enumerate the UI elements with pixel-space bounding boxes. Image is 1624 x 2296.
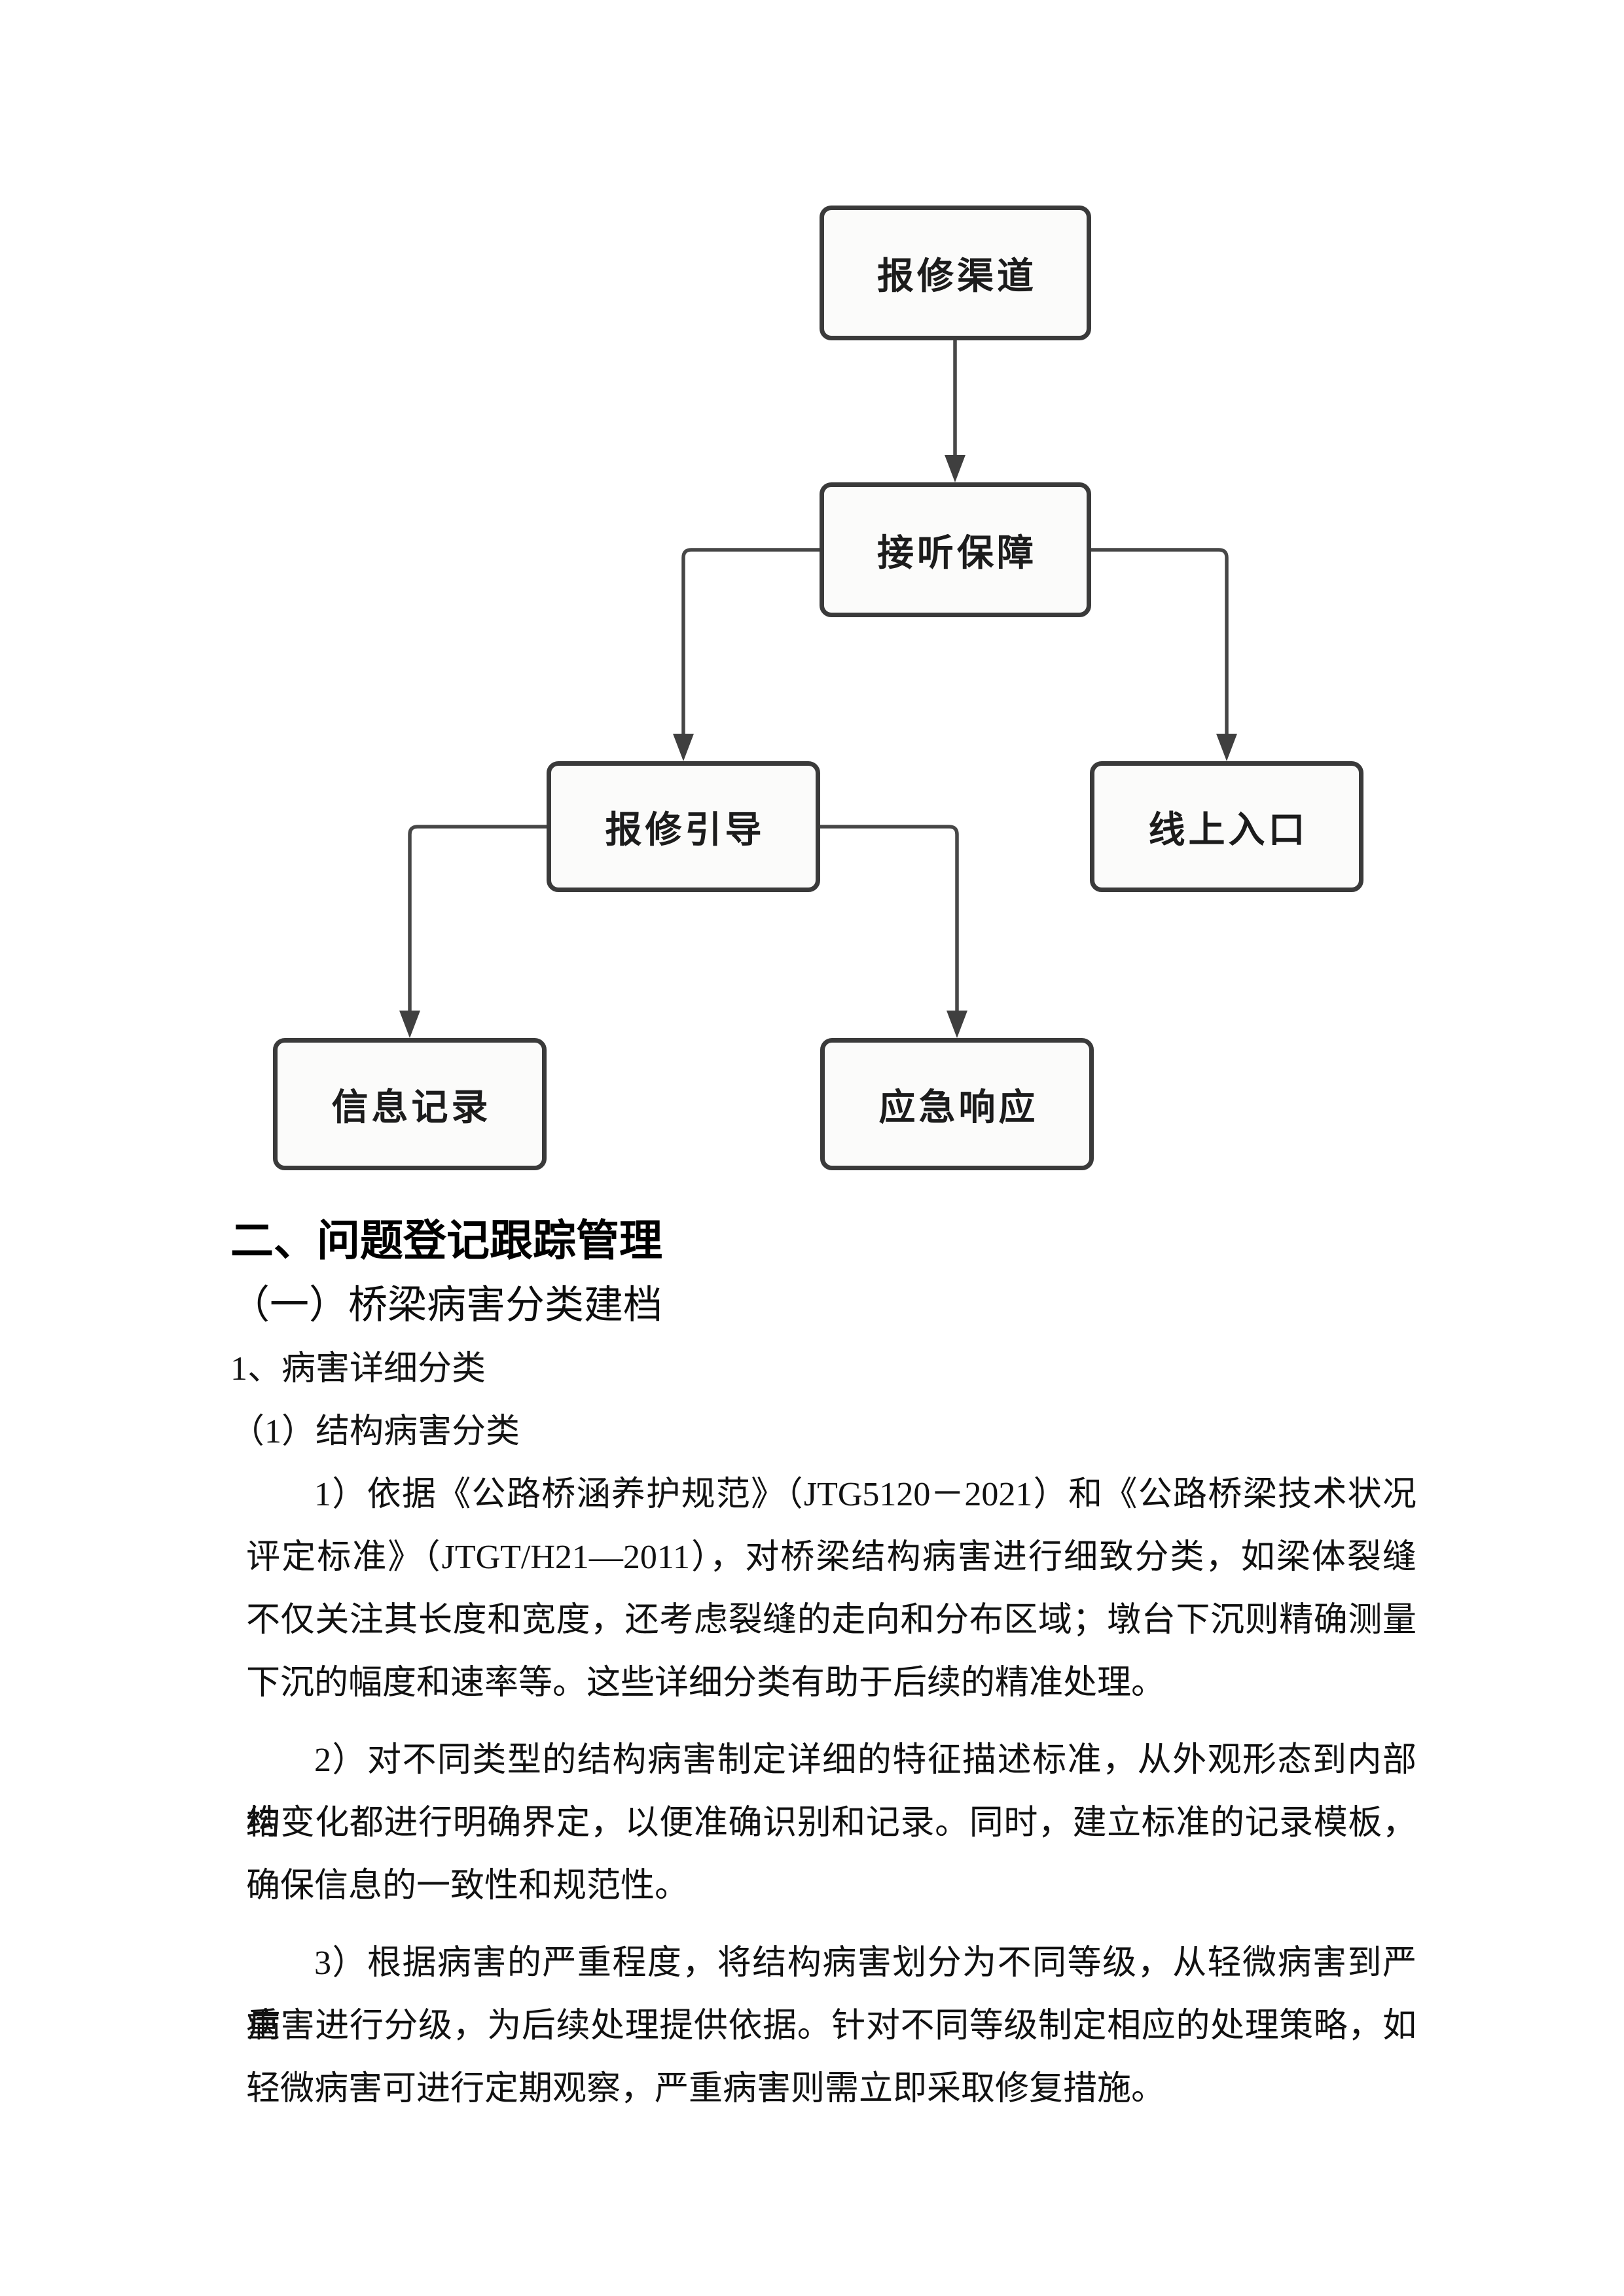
flowchart-node-xinxi-jilu: 信息记录 — [273, 1038, 547, 1170]
paragraph-3: 3）根据病害的严重程度，将结构病害划分为不同等级，从轻微病害到严重病害进行分级，… — [246, 1932, 1416, 2121]
text-line: 不仅关注其长度和宽度，还考虑裂缝的走向和分布区域；墩台下沉则精确测量 — [246, 1602, 1416, 1639]
arrowhead-icon — [1216, 734, 1237, 761]
text-line: 病害进行分级，为后续处理提供依据。针对不同等级制定相应的处理策略，如 — [246, 2007, 1416, 2045]
arrowhead-icon — [945, 455, 965, 482]
flowchart-edges — [399, 340, 1237, 1038]
flowchart-edge-jieting-baozhang-to-baoxiu-yindao — [681, 548, 820, 734]
arrowhead-icon — [947, 1011, 967, 1038]
arrowhead-icon — [399, 1011, 420, 1038]
flowchart-node-jieting-baozhang: 接听保障 — [820, 482, 1091, 617]
flowchart-edge-baoxiu-yindao-to-yingji-xiangying — [820, 825, 959, 1011]
flowchart-node-xianshang-rukou: 线上入口 — [1090, 761, 1363, 892]
flowchart-edge-baoxiu-yindao-to-xinxi-jilu — [408, 825, 547, 1011]
flowchart-node-baoxiu-yindao: 报修引导 — [547, 761, 820, 892]
paragraph-1: 1）依据《公路桥涵养护规范》（JTG5120－2021）和《公路桥梁技术状况评定… — [246, 1463, 1416, 1715]
text-line: 评定标准》（JTGT/H21—2011），对桥梁结构病害进行细致分类，如梁体裂缝 — [246, 1539, 1416, 1576]
flowchart-node-yingji-xiangying: 应急响应 — [820, 1038, 1094, 1170]
text-line: 确保信息的一致性和规范性。 — [246, 1867, 689, 1905]
text-block: 二、问题登记跟踪管理 （一）桥梁病害分类建档 1、病害详细分类 （1）结构病害分… — [230, 1208, 1416, 2121]
text-line: 3）根据病害的严重程度，将结构病害划分为不同等级，从轻微病害到严重 — [246, 1945, 1416, 2045]
text-line: 构变化都进行明确界定，以便准确识别和记录。同时，建立标准的记录模板， — [246, 1804, 1416, 1842]
flowchart-edge-jieting-baozhang-to-xianshang-rukou — [1091, 548, 1229, 734]
text-line: 下沉的幅度和速率等。这些详细分类有助于后续的精准处理。 — [246, 1664, 1166, 1702]
flowchart: 报修渠道接听保障报修引导 线上入口信息记录 应急响应 — [273, 206, 1363, 1170]
text-line: 1）依据《公路桥涵养护规范》（JTG5120－2021）和《公路桥梁技术状况 — [314, 1476, 1416, 1513]
section-heading: 二、问题登记跟踪管理 — [230, 1216, 662, 1265]
list-heading-level-2: （1）结构病害分类 — [230, 1413, 520, 1450]
subsection-heading: （一）桥梁病害分类建档 — [230, 1283, 662, 1327]
paragraphs: 1）依据《公路桥涵养护规范》（JTG5120－2021）和《公路桥梁技术状况评定… — [230, 1463, 1416, 2121]
flowchart-node-baoxiu-qudao: 报修渠道 — [820, 206, 1091, 340]
text-line: 2）对不同类型的结构病害制定详细的特征描述标准，从外观形态到内部结 — [246, 1742, 1416, 1842]
list-heading-level-1: 1、病害详细分类 — [230, 1350, 486, 1388]
text-line: 轻微病害可进行定期观察，严重病害则需立即采取修复措施。 — [246, 2070, 1166, 2108]
arrowhead-icon — [673, 734, 694, 761]
paragraph-2: 2）对不同类型的结构病害制定详细的特征描述标准，从外观形态到内部结构变化都进行明… — [246, 1729, 1416, 1918]
